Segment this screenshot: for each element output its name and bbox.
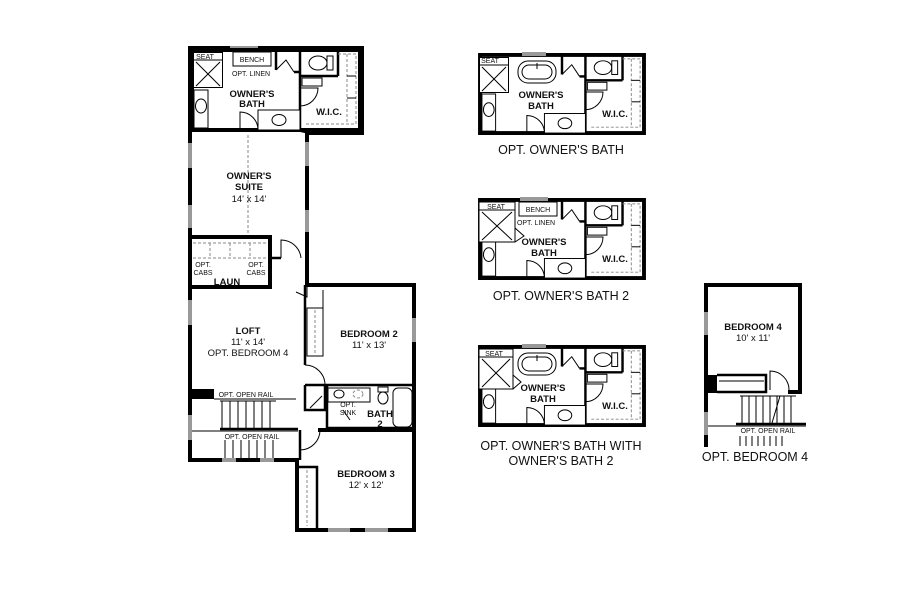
stair-wall-block bbox=[706, 375, 717, 393]
seat-label: SEAT bbox=[487, 204, 505, 211]
bath-2-label: BATH bbox=[367, 409, 393, 420]
opt-cabs-left-2: CABS bbox=[193, 270, 212, 277]
opt-open-rail-upper: OPT. OPEN RAIL bbox=[219, 392, 274, 399]
bedroom-3-size: 12' x 12' bbox=[349, 480, 384, 491]
wic-label: W.I.C. bbox=[316, 107, 342, 118]
loft-option: OPT. BEDROOM 4 bbox=[208, 348, 289, 359]
opt-bedroom-4-caption: OPT. BEDROOM 4 bbox=[702, 450, 808, 464]
bedroom-3-label: BEDROOM 3 bbox=[337, 469, 395, 480]
owners-bath: SEAT BENCH OPT. LINEN OWNER'S BATH W.I.C… bbox=[192, 50, 360, 228]
bedroom-2: BEDROOM 2 11' x 13' bbox=[303, 285, 398, 386]
owners-bath-label-2: BATH bbox=[239, 99, 265, 110]
owners-bath-label-2: BATH bbox=[531, 248, 557, 259]
owners-suite-label: OWNER'S bbox=[226, 171, 271, 182]
opt-sink-label: OPT. bbox=[340, 402, 356, 409]
wic-label: W.I.C. bbox=[602, 401, 628, 412]
owners-bath-label: OWNER'S bbox=[521, 237, 566, 248]
owners-bath-label: OWNER'S bbox=[518, 90, 563, 101]
wic-label: W.I.C. bbox=[602, 254, 628, 265]
opt-cabs-right: OPT. bbox=[248, 262, 264, 269]
opt-owners-bath-2-plan: SEAT BENCH OPT. LINEN OWNER'S BATH W.I.C… bbox=[478, 197, 646, 303]
owners-bath-label-2: BATH bbox=[528, 101, 554, 112]
seat-label: SEAT bbox=[481, 58, 499, 65]
opt-owners-bath-with-2-caption: OPT. OWNER'S BATH WITH bbox=[480, 439, 641, 453]
opt-cabs-right-2: CABS bbox=[246, 270, 265, 277]
suite-door bbox=[280, 239, 302, 259]
bath-2-label-2: 2 bbox=[377, 419, 382, 430]
opt-cabs-left: OPT. bbox=[195, 262, 211, 269]
opt-owners-bath-caption: OPT. OWNER'S BATH bbox=[498, 143, 624, 157]
loft: LOFT 11' x 14' OPT. BEDROOM 4 bbox=[208, 285, 308, 359]
opt-owners-bath-plan: SEAT OWNER'S BATH W.I.C. OPT. OWNER'S BA… bbox=[478, 52, 646, 157]
bench-label: BENCH bbox=[526, 207, 551, 214]
opt-owners-bath-with-2-caption-2: OWNER'S BATH 2 bbox=[509, 454, 614, 468]
opt-open-rail-lower: OPT. OPEN RAIL bbox=[225, 434, 280, 441]
bath-2: OPT. SINK BATH 2 bbox=[298, 383, 414, 460]
laundry-label: LAUN bbox=[214, 277, 241, 288]
owners-bath-label-2: BATH bbox=[530, 394, 556, 405]
opt-owners-bath-with-bath-2-plan: SEAT OWNER'S BATH W.I.C. OPT. OWNER'S BA… bbox=[478, 344, 646, 468]
opt-linen-label: OPT. LINEN bbox=[517, 220, 555, 227]
bedroom-2-size: 11' x 13' bbox=[352, 340, 386, 351]
opt-sink-label-2: SINK bbox=[340, 410, 357, 417]
owners-suite-size: 14' x 14' bbox=[232, 194, 267, 205]
opt-open-rail: OPT. OPEN RAIL bbox=[741, 428, 796, 435]
main-floor-plan: SEAT BENCH OPT. LINEN OWNER'S BATH W.I.C… bbox=[188, 46, 416, 532]
seat-label: SEAT bbox=[485, 351, 503, 358]
bedroom-4-size: 10' x 11' bbox=[736, 333, 770, 344]
bedroom-4-label: BEDROOM 4 bbox=[724, 322, 782, 333]
opt-owners-bath-2-caption: OPT. OWNER'S BATH 2 bbox=[493, 289, 629, 303]
loft-label: LOFT bbox=[236, 326, 261, 337]
bench-label: BENCH bbox=[240, 57, 265, 64]
owners-bath-label: OWNER'S bbox=[229, 89, 274, 100]
bedroom-2-label: BEDROOM 2 bbox=[340, 329, 398, 340]
owners-suite-label-2: SUITE bbox=[235, 182, 263, 193]
bedroom-3: BEDROOM 3 12' x 12' bbox=[297, 428, 416, 528]
laundry: OPT. CABS OPT. CABS LAUN bbox=[188, 235, 272, 289]
owners-bath-label: OWNER'S bbox=[520, 383, 565, 394]
loft-size: 11' x 14' bbox=[231, 337, 265, 348]
seat-label: SEAT bbox=[196, 54, 214, 61]
staircase: OPT. OPEN RAIL OPT. OPEN RAIL bbox=[190, 389, 298, 458]
wic-label: W.I.C. bbox=[602, 109, 628, 120]
stair-wall-block bbox=[190, 389, 214, 399]
opt-linen-label: OPT. LINEN bbox=[232, 71, 270, 78]
opt-bedroom-4-plan: BEDROOM 4 10' x 11' OPT. OPEN RAIL OPT. … bbox=[702, 283, 808, 464]
